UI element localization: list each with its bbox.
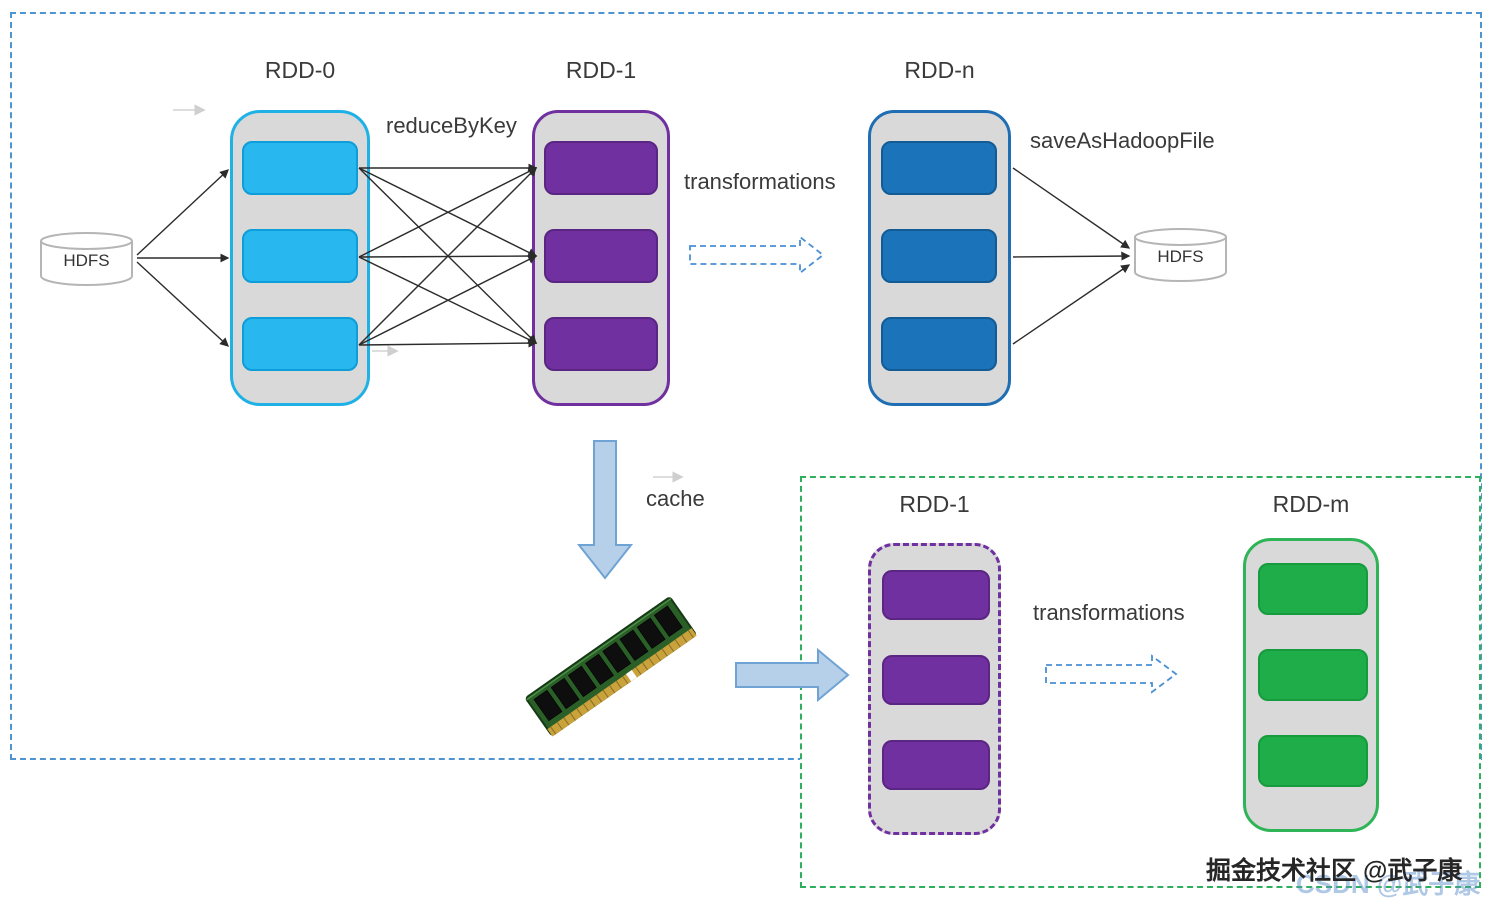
watermark-primary: 掘金技术社区 @武子康 [1206, 857, 1463, 885]
hdfs-sink-cylinder: HDFS [1132, 226, 1229, 284]
rddn-title: RDD-n [904, 57, 975, 83]
reduce-by-key-label: reduceByKey [386, 113, 517, 138]
rdd-partition [881, 317, 997, 371]
rdd-partition [544, 141, 658, 195]
rdd-partition [882, 655, 990, 705]
rddn-container [868, 110, 1011, 406]
rdd-partition [242, 141, 358, 195]
rdd-partition [1258, 735, 1368, 787]
rdd-partition [881, 229, 997, 283]
cached-rdd1-title: RDD-1 [899, 491, 970, 517]
hdfs-source-label: HDFS [63, 251, 110, 270]
cache-label: cache [646, 486, 705, 511]
rdd1-title: RDD-1 [565, 57, 637, 83]
watermark-secondary: CSDN @武子康 [1296, 869, 1481, 899]
cached-rdd1-container [868, 543, 1001, 835]
rdd1-container [532, 110, 670, 406]
hdfs-source-cylinder: HDFS [38, 230, 135, 288]
cylinder-icon [1134, 228, 1227, 282]
rdd0-title: RDD-0 [264, 57, 336, 83]
rddm-title: RDD-m [1272, 491, 1350, 517]
rdd-partition [544, 229, 658, 283]
rdd-partition [242, 229, 358, 283]
rdd-partition [882, 740, 990, 790]
rddm-container [1243, 538, 1379, 832]
save-as-hadoop-file-label: saveAsHadoopFile [1030, 128, 1215, 153]
rdd-partition [1258, 649, 1368, 701]
rdd-partition [881, 141, 997, 195]
rdd-partition [1258, 563, 1368, 615]
rdd0-container [230, 110, 370, 406]
pipeline-boundary-box [10, 12, 1482, 760]
cylinder-icon [40, 232, 133, 286]
hdfs-sink-label: HDFS [1157, 247, 1204, 266]
rdd-partition [882, 570, 990, 620]
rdd-partition [242, 317, 358, 371]
transformations-label-2: transformations [1033, 600, 1185, 625]
transformations-label: transformations [684, 169, 836, 194]
rdd-partition [544, 317, 658, 371]
